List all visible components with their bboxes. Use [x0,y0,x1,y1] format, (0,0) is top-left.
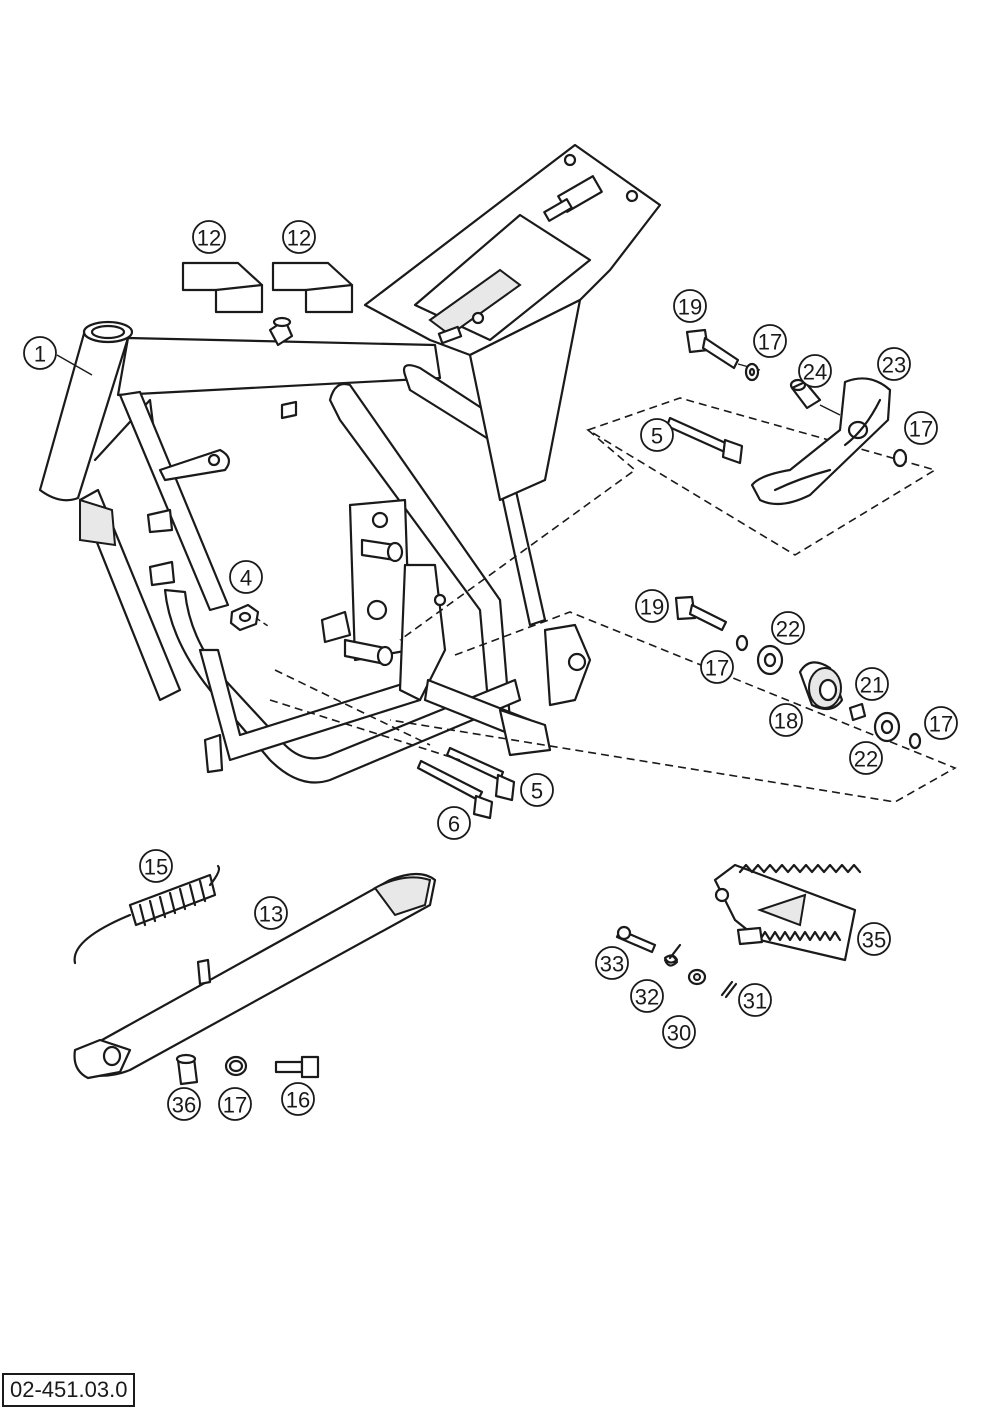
spring-part [73,864,221,965]
callout-16: 16 [281,1082,315,1116]
svg-text:15: 15 [144,855,168,880]
frame [38,143,662,784]
footpeg-group [615,863,862,999]
svg-text:30: 30 [667,1021,691,1046]
callout-13: 13 [254,896,288,930]
svg-text:22: 22 [854,747,878,772]
callout-30: 30 [662,1015,696,1049]
callout-21: 21 [855,667,889,701]
callout-35: 35 [857,922,891,956]
svg-text:17: 17 [929,712,953,737]
callout-1: 1 [23,336,57,370]
svg-text:31: 31 [743,989,767,1014]
bolts-lower [269,669,516,820]
svg-text:33: 33 [600,952,624,977]
callout-12: 12 [192,220,226,254]
svg-text:5: 5 [531,779,543,804]
callout-22: 22 [849,741,883,775]
footrest-mount-group [389,595,957,803]
callout-12: 12 [282,220,316,254]
callout-6: 6 [437,806,471,840]
callout-19: 19 [635,589,669,623]
svg-text:19: 19 [640,595,664,620]
callout-5: 5 [640,418,674,452]
nut-part [229,603,269,632]
callout-17: 17 [700,650,734,684]
callout-5: 5 [520,773,554,807]
svg-text:5: 5 [651,424,663,449]
brake-pedal-group [399,328,937,641]
callout-17: 17 [753,324,787,358]
callout-36: 36 [167,1087,201,1121]
svg-text:24: 24 [803,360,827,385]
side-stand-part [73,872,437,1080]
svg-text:19: 19 [678,295,702,320]
svg-text:21: 21 [860,673,884,698]
callout-33: 33 [595,946,629,980]
callout-15: 15 [139,849,173,883]
callout-24: 24 [798,354,832,388]
decal-part [181,261,354,314]
svg-text:12: 12 [197,226,221,251]
svg-text:22: 22 [776,617,800,642]
svg-text:16: 16 [286,1088,310,1113]
svg-text:17: 17 [758,330,782,355]
svg-text:36: 36 [172,1093,196,1118]
callout-19: 19 [673,289,707,323]
svg-text:23: 23 [882,353,906,378]
callout-22: 22 [771,611,805,645]
callout-23: 23 [877,347,911,381]
callout-31: 31 [738,983,772,1017]
callout-17: 17 [218,1087,252,1121]
callout-32: 32 [630,979,664,1013]
callout-4: 4 [229,560,263,594]
svg-text:17: 17 [705,656,729,681]
svg-text:18: 18 [774,709,798,734]
svg-text:1: 1 [34,342,46,367]
svg-text:32: 32 [635,985,659,1010]
callout-18: 18 [769,703,803,737]
svg-text:13: 13 [259,902,283,927]
svg-text:35: 35 [862,928,886,953]
callout-17: 17 [924,706,958,740]
leader-lines [56,354,93,376]
svg-text:17: 17 [223,1093,247,1118]
stand-hardware [175,1053,320,1086]
svg-text:17: 17 [909,417,933,442]
svg-text:6: 6 [448,812,460,837]
diagram-reference-number: 02-451.03.0 [2,1373,136,1407]
svg-text:4: 4 [240,566,252,591]
callout-17: 17 [904,411,938,445]
svg-text:12: 12 [287,226,311,251]
